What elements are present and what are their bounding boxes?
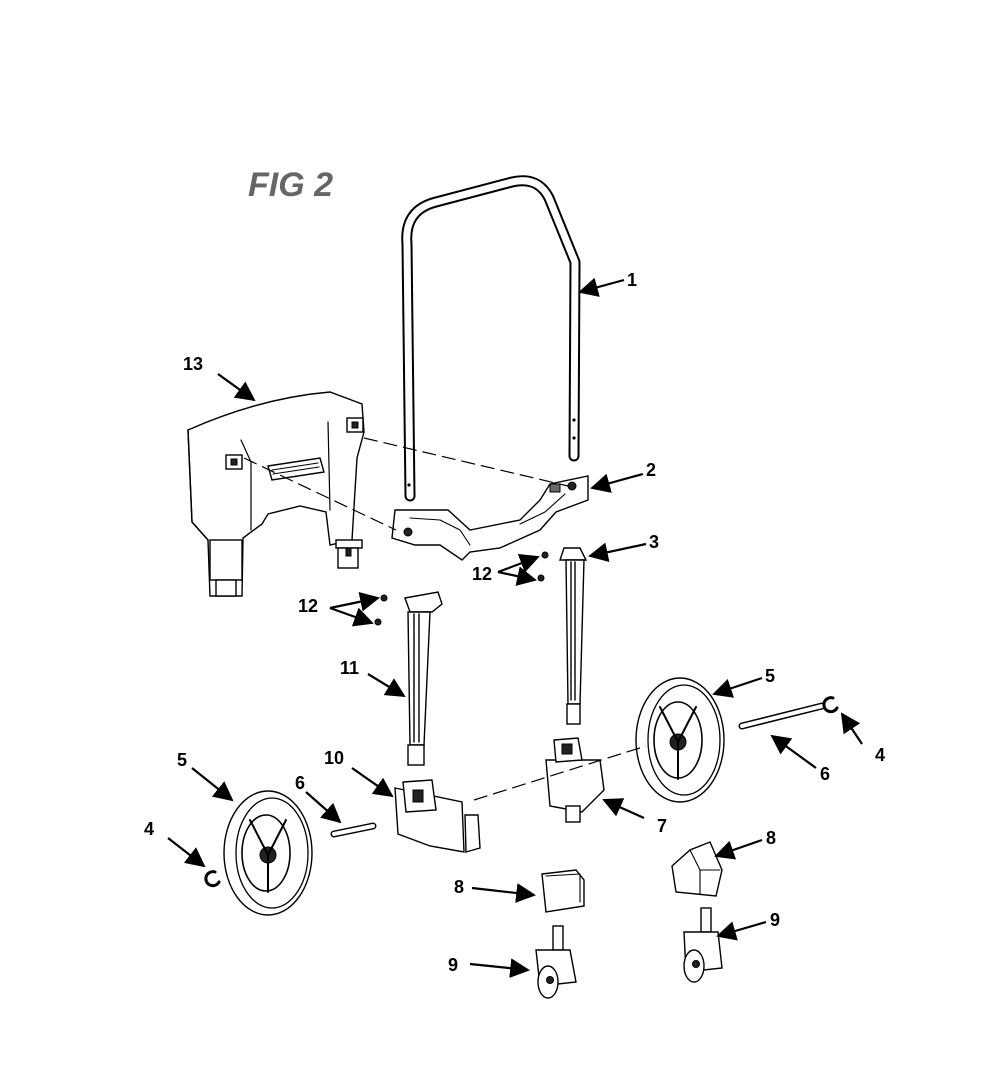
callout-6-right: 6 — [820, 764, 830, 784]
callout-4-right: 4 — [875, 745, 885, 765]
callout-6-left: 6 — [295, 773, 305, 793]
leader-arrows — [167, 277, 863, 979]
figure-title: FIG 2 — [248, 166, 333, 204]
callout-2: 2 — [646, 460, 656, 480]
callout-7: 7 — [657, 816, 667, 836]
part-10-left-base — [394, 779, 481, 853]
part-5-wheel-left — [223, 790, 313, 916]
part-11-left-leg — [404, 591, 443, 766]
part-7-right-base — [545, 737, 605, 823]
callout-1: 1 — [627, 270, 637, 290]
part-9-caster-right — [683, 907, 723, 983]
part-12-screws — [374, 551, 549, 626]
part-9-caster-left — [535, 925, 577, 999]
part-5-wheel-right — [635, 677, 725, 803]
callout-5-right: 5 — [765, 666, 775, 686]
callout-9-left: 9 — [448, 955, 458, 975]
callout-13: 13 — [183, 354, 203, 374]
callout-10: 10 — [324, 748, 344, 768]
callout-12-right: 12 — [472, 564, 492, 584]
assembly-lines — [243, 437, 647, 801]
callout-labels: 1 2 3 4 4 5 5 6 6 7 8 8 9 9 10 11 12 12 … — [144, 270, 885, 975]
callout-9-right: 9 — [770, 910, 780, 930]
part-6-axles — [330, 702, 826, 838]
part-4-clips — [204, 696, 839, 888]
callout-8-right: 8 — [766, 828, 776, 848]
part-13-shroud — [187, 391, 365, 597]
part-3-right-leg — [559, 547, 588, 725]
callout-11: 11 — [340, 658, 359, 678]
callout-5-left: 5 — [177, 750, 187, 770]
callout-4-left: 4 — [144, 819, 154, 839]
part-8-caps — [541, 841, 723, 913]
callout-3: 3 — [649, 532, 659, 552]
part-2-frame — [391, 475, 589, 561]
callout-12-left: 12 — [298, 596, 318, 616]
part-1-handle — [401, 175, 581, 502]
callout-8-left: 8 — [454, 877, 464, 897]
